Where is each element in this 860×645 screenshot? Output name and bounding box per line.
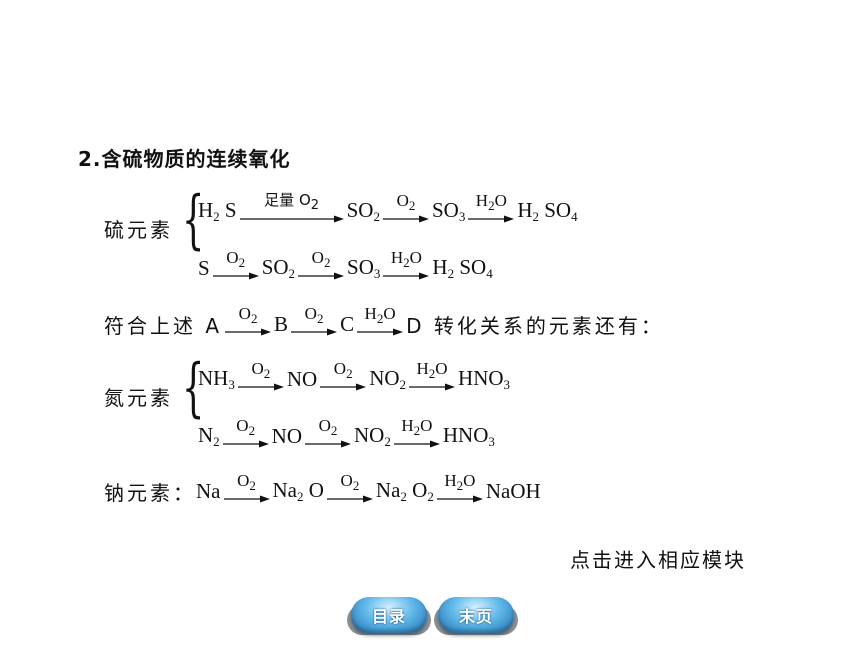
reaction-arrow: H2O — [393, 416, 440, 448]
reaction-arrow: O2 — [223, 471, 270, 503]
reaction-arrow: O2 — [237, 359, 284, 391]
reaction-arrow: 足量 O2 — [239, 191, 344, 223]
reaction-arrow: O2 — [305, 416, 352, 448]
reaction-arrow: H2O — [357, 304, 404, 336]
reaction-arrow: O2 — [225, 304, 272, 336]
reaction-arrow: O2 — [222, 416, 269, 448]
reaction-arrow: H2O — [436, 471, 483, 503]
nitrogen-line-1: NH3 O2 NO O2 NO2 H2O HNO3 — [198, 358, 511, 392]
nitrogen-label: 氮元素 — [104, 386, 173, 410]
section-heading: 2.含硫物质的连续氧化 — [78, 147, 291, 171]
reaction-arrow: H2O — [409, 359, 456, 391]
sulfur-brace: { — [182, 183, 205, 257]
nitrogen-line-2: N2 O2 NO O2 NO2 H2O HNO3 — [198, 415, 495, 449]
sodium-line: 钠元素： Na O2 Na2 O O2 Na2 O2 H2O NaOH — [104, 470, 541, 505]
reaction-arrow: H2O — [383, 248, 430, 280]
reaction-arrow: O2 — [320, 359, 367, 391]
nitrogen-brace: { — [182, 351, 205, 425]
reaction-arrow: O2 — [326, 471, 373, 503]
toc-button[interactable]: 目录 — [347, 597, 431, 635]
sulfur-line-1: H2 S 足量 O2 SO2 O2 SO3 H2O H2 SO4 — [198, 190, 578, 224]
reaction-arrow: O2 — [382, 191, 429, 223]
sulfur-line-2: S O2 SO2 O2 SO3 H2O H2 SO4 — [198, 247, 493, 281]
reaction-arrow: O2 — [212, 248, 259, 280]
last-page-button[interactable]: 末页 — [434, 597, 518, 635]
general-pattern-line: 符合上述 A O2 B O2 C H2O D 转化关系的元素还有： — [104, 303, 664, 338]
enter-module-link[interactable]: 点击进入相应模块 — [570, 548, 746, 572]
sulfur-label: 硫元素 — [104, 218, 173, 242]
reaction-arrow: H2O — [468, 191, 515, 223]
reaction-arrow: O2 — [291, 304, 338, 336]
reaction-arrow: O2 — [298, 248, 345, 280]
